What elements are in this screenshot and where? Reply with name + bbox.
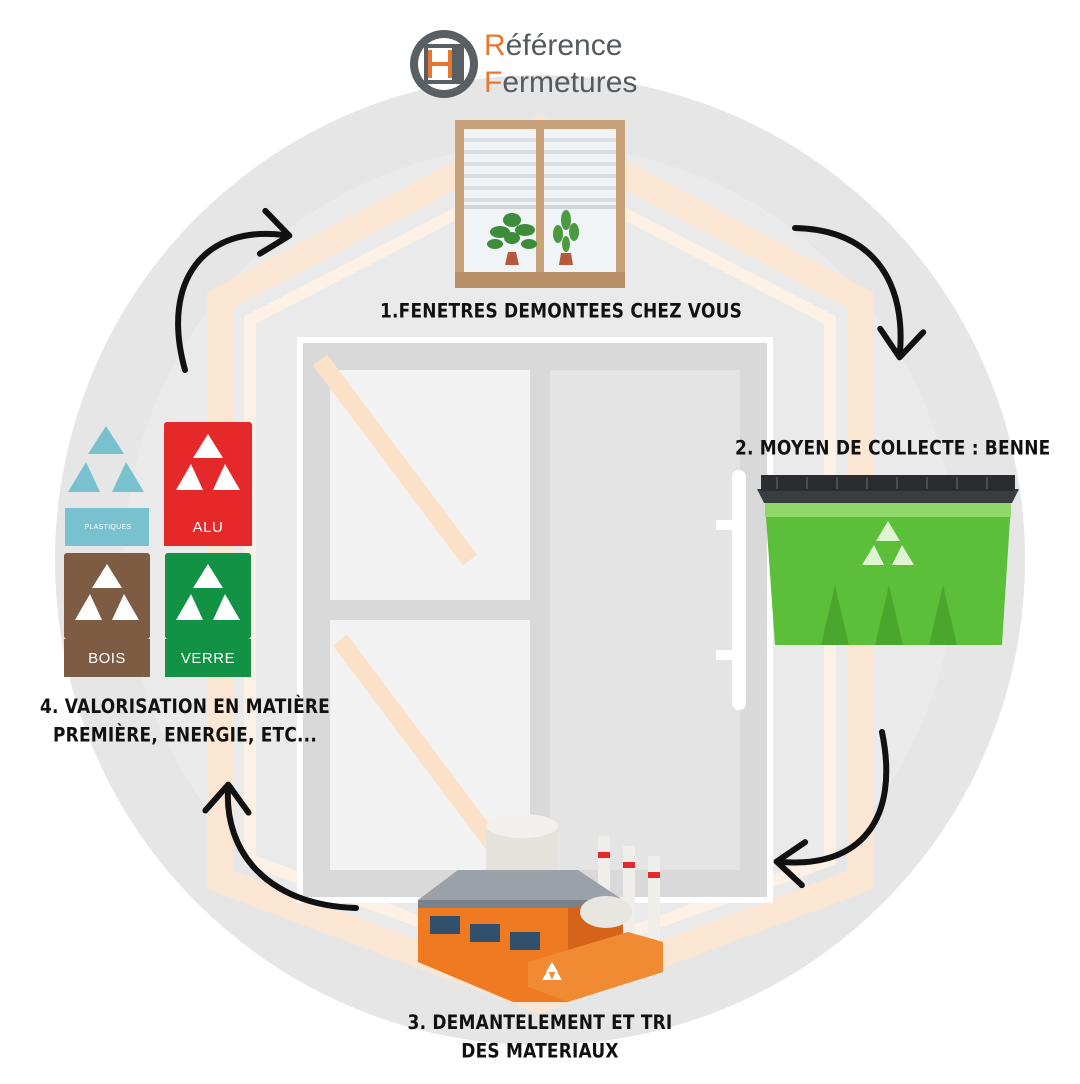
factory-icon bbox=[418, 814, 663, 1002]
step-2-label: 2. MOYEN DE COLLECTE : BENNE bbox=[735, 435, 1050, 463]
cycle-arrows bbox=[175, 207, 927, 911]
arrow-3-to-4 bbox=[202, 781, 359, 911]
step-4-label: 4. VALORISATION EN MATIÈRE PREMIÈRE, ENE… bbox=[20, 693, 350, 750]
step-1-label-text: 1.FENETRES DEMONTEES CHEZ VOUS bbox=[380, 300, 743, 324]
bin-bois-label: BOIS bbox=[88, 649, 126, 667]
brand-name-line1: Référence bbox=[484, 31, 622, 61]
step-3-label-line2: DES MATERIAUX bbox=[461, 1039, 619, 1063]
dumpster-icon bbox=[757, 475, 1019, 645]
recycle-symbol-verre-icon bbox=[176, 564, 240, 620]
recycle-symbol-plastiques-icon bbox=[68, 426, 144, 492]
bin-plastiques: PLASTIQUES bbox=[65, 466, 151, 546]
bin-plastiques-label: PLASTIQUES bbox=[84, 523, 132, 531]
arrow-1-to-2 bbox=[792, 225, 927, 361]
step-4-label-line2: PREMIÈRE, ENERGIE, ETC... bbox=[53, 723, 317, 747]
arrow-4-to-1 bbox=[175, 207, 293, 373]
brand-name-line2: Fermetures bbox=[484, 68, 637, 98]
step-1-label: 1.FENETRES DEMONTEES CHEZ VOUS bbox=[380, 298, 742, 326]
step-2-label-text: 2. MOYEN DE COLLECTE : BENNE bbox=[735, 437, 1051, 461]
background-watermark bbox=[55, 75, 1025, 1045]
recycling-bins-icon bbox=[64, 422, 252, 677]
recycle-symbol-bois-icon bbox=[75, 564, 139, 620]
recycle-symbol-alu-icon bbox=[176, 434, 240, 490]
bin-verre: VERRE bbox=[165, 597, 251, 677]
brand-logo-icon bbox=[410, 30, 478, 98]
window-icon bbox=[455, 120, 625, 288]
step-3-label: 3. DEMANTELEMENT ET TRI DES MATERIAUX bbox=[380, 1009, 700, 1066]
brand-name-line1-text: Référence bbox=[484, 29, 623, 62]
bin-alu-label: ALU bbox=[192, 518, 224, 536]
bin-alu: ALU bbox=[164, 466, 252, 546]
step-4-label-line1: 4. VALORISATION EN MATIÈRE bbox=[39, 695, 330, 719]
bin-verre-label: VERRE bbox=[180, 649, 236, 667]
brand-name-line2-text: Fermetures bbox=[484, 66, 638, 99]
bin-bois: BOIS bbox=[64, 597, 150, 677]
step-3-label-line1: 3. DEMANTELEMENT ET TRI bbox=[407, 1011, 673, 1035]
arrow-2-to-3 bbox=[773, 729, 890, 889]
